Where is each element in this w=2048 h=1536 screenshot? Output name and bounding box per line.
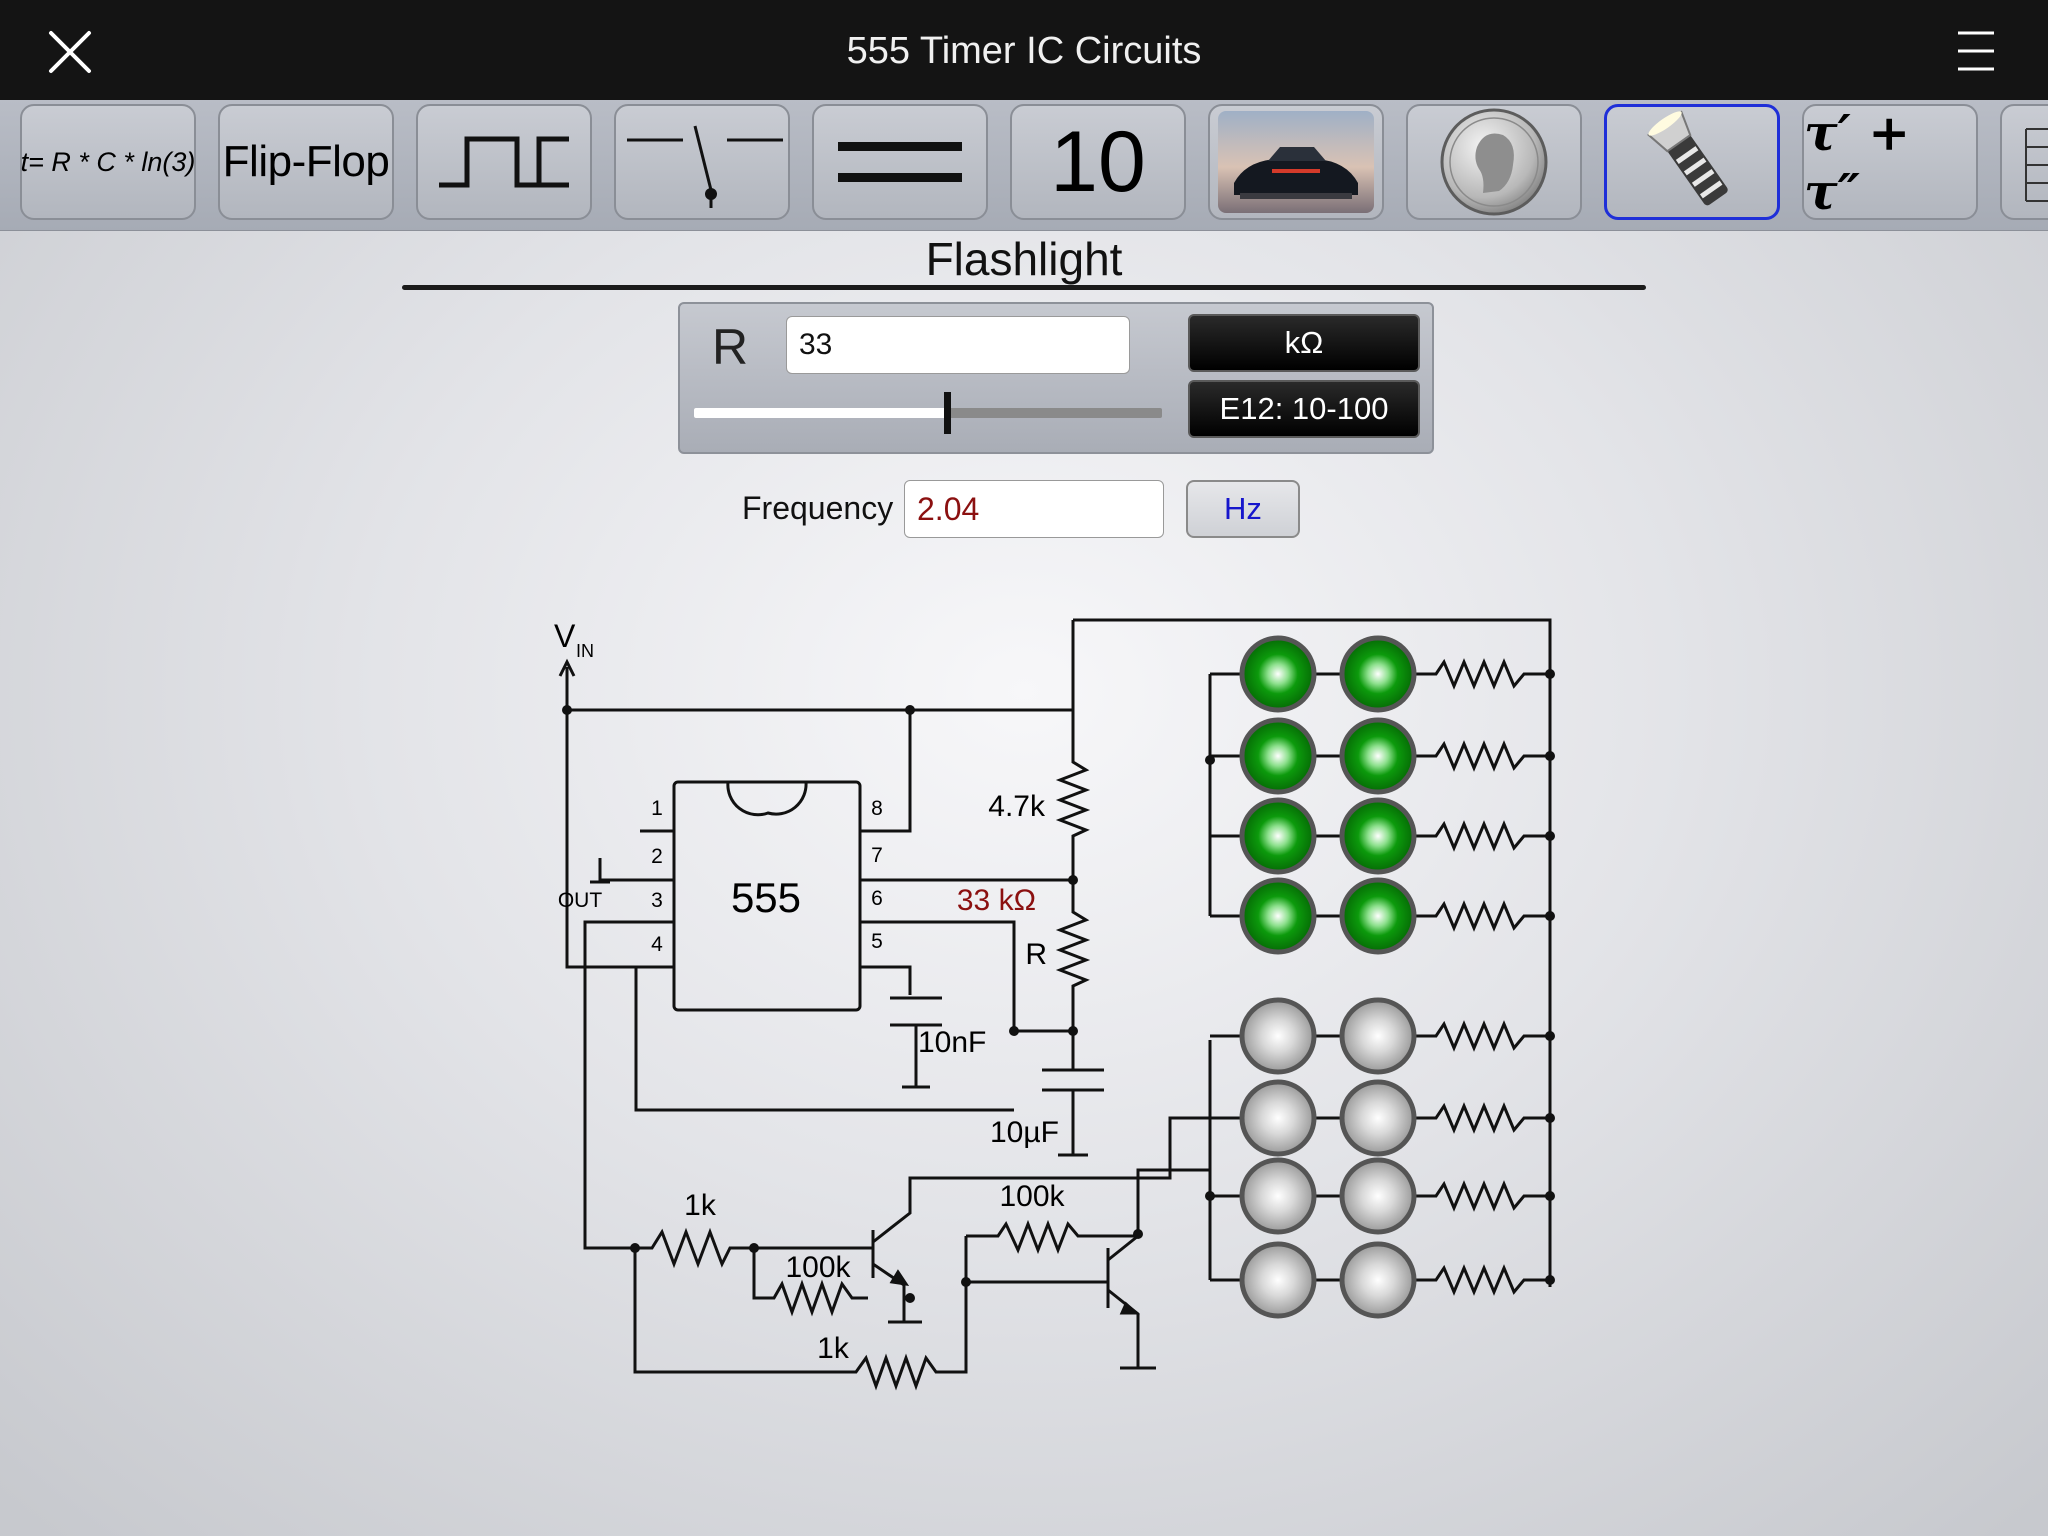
led-row-wire xyxy=(1210,900,1550,932)
junction-dot xyxy=(1545,1191,1555,1201)
led-on xyxy=(1239,797,1317,875)
hamburger-menu-icon[interactable] xyxy=(1950,28,2000,74)
r-label: R xyxy=(1025,938,1047,971)
r-top-label: 4.7k xyxy=(988,790,1046,823)
formula-label: t= R * C * ln(3) xyxy=(20,146,196,177)
frequency-output[interactable] xyxy=(904,480,1164,538)
title-divider xyxy=(402,285,1646,290)
led-off xyxy=(1339,997,1417,1075)
led-off xyxy=(1239,997,1317,1075)
led-off xyxy=(1339,1079,1417,1157)
slider-thumb[interactable] xyxy=(943,392,951,434)
quarter-dollar-coin-icon xyxy=(1440,108,1548,216)
pin-3: 3 xyxy=(651,889,663,912)
c-small-label: 10nF xyxy=(918,1026,986,1059)
resistance-input[interactable] xyxy=(786,316,1130,374)
led-on xyxy=(1239,877,1317,955)
tool-equals[interactable] xyxy=(812,104,988,220)
pin-7: 7 xyxy=(871,844,883,867)
led-row-wire xyxy=(1210,1020,1550,1052)
counter-label: 10 xyxy=(1050,113,1146,210)
out-label: OUT xyxy=(558,889,603,912)
tool-flashlight[interactable] xyxy=(1604,104,1780,220)
led-on xyxy=(1339,635,1417,713)
led-off xyxy=(1239,1157,1317,1235)
pin-8: 8 xyxy=(871,797,883,820)
led-row-wire xyxy=(1210,1102,1550,1134)
ic-label: 555 xyxy=(731,874,801,921)
c-large-label: 10µF xyxy=(990,1116,1059,1149)
tool-tau-sum[interactable]: τ′ + τ″ xyxy=(1802,103,1978,221)
car-photo-icon xyxy=(1218,111,1374,213)
unit-select-button[interactable]: kΩ xyxy=(1188,314,1420,372)
app-title: 555 Timer IC Circuits xyxy=(846,30,1202,72)
list-icon xyxy=(2025,128,2048,202)
frequency-label: Frequency xyxy=(742,490,894,526)
resistance-slider[interactable] xyxy=(694,392,1162,434)
resistor-parameter-panel: R kΩ E12: 10-100 xyxy=(678,302,1434,454)
square-wave-icon xyxy=(439,136,569,188)
tool-flip-flop[interactable]: Flip-Flop xyxy=(218,104,394,220)
r-base1-label: 1k xyxy=(684,1189,717,1222)
led-on xyxy=(1339,877,1417,955)
series-select-button[interactable]: E12: 10-100 xyxy=(1188,380,1420,438)
led-row-wire xyxy=(1210,1264,1550,1296)
r-bias1-label: 100k xyxy=(785,1251,851,1284)
tool-square-wave[interactable] xyxy=(416,104,592,220)
led-off xyxy=(1239,1079,1317,1157)
r-base2-label: 1k xyxy=(817,1332,850,1365)
pin-5: 5 xyxy=(871,930,883,953)
led-row-wire xyxy=(1210,658,1550,690)
slider-fill xyxy=(694,408,947,418)
r-bias2-label: 100k xyxy=(999,1180,1065,1213)
pin-2: 2 xyxy=(651,845,663,868)
tool-knight-rider[interactable] xyxy=(1208,104,1384,220)
equals-icon xyxy=(838,142,962,182)
section-title: Flashlight xyxy=(925,233,1123,285)
circuit-toolbar: t= R * C * ln(3) Flip-Flop 10 xyxy=(0,100,2048,231)
title-bar: 555 Timer IC Circuits xyxy=(0,0,2048,100)
tool-switch[interactable] xyxy=(614,104,790,220)
led-row-wire xyxy=(1210,820,1550,852)
led-on xyxy=(1339,717,1417,795)
junction-dot xyxy=(1545,831,1555,841)
parameter-label: R xyxy=(712,319,749,375)
junction-dot xyxy=(1545,1275,1555,1285)
led-row-wire xyxy=(1210,1180,1550,1212)
junction-dot xyxy=(1545,751,1555,761)
frequency-unit-button[interactable]: Hz xyxy=(1186,480,1300,538)
switch-icon xyxy=(627,125,783,208)
tool-formula[interactable]: t= R * C * ln(3) xyxy=(20,104,196,220)
vin-label: V xyxy=(554,618,576,654)
led-off xyxy=(1339,1241,1417,1319)
close-icon[interactable] xyxy=(40,22,100,82)
led-on xyxy=(1339,797,1417,875)
r-value-label: 33 kΩ xyxy=(957,884,1036,917)
led-row-wire xyxy=(1210,740,1550,772)
led-on xyxy=(1239,635,1317,713)
junction-dot xyxy=(1545,1031,1555,1041)
flashlight-schematic: V IN 555 OUT 1 2 3 4 5 6 7 8 4.7k 33 kΩ … xyxy=(554,618,1555,1391)
pin-6: 6 xyxy=(871,887,883,910)
vin-sub-label: IN xyxy=(576,641,594,661)
flip-flop-label: Flip-Flop xyxy=(222,137,390,186)
tau-sum-label: τ′ + τ″ xyxy=(1804,103,1911,221)
pin-1: 1 xyxy=(651,797,663,820)
pin-4: 4 xyxy=(651,933,663,956)
junction-dot xyxy=(1545,1113,1555,1123)
junction-dot xyxy=(1545,911,1555,921)
led-off xyxy=(1239,1241,1317,1319)
tool-list[interactable] xyxy=(2000,104,2048,220)
led-off xyxy=(1339,1157,1417,1235)
flashlight-icon xyxy=(1647,110,1728,206)
tool-counter[interactable]: 10 xyxy=(1010,104,1186,220)
led-on xyxy=(1239,717,1317,795)
junction-dot xyxy=(1545,669,1555,679)
tool-coin[interactable] xyxy=(1406,104,1582,220)
